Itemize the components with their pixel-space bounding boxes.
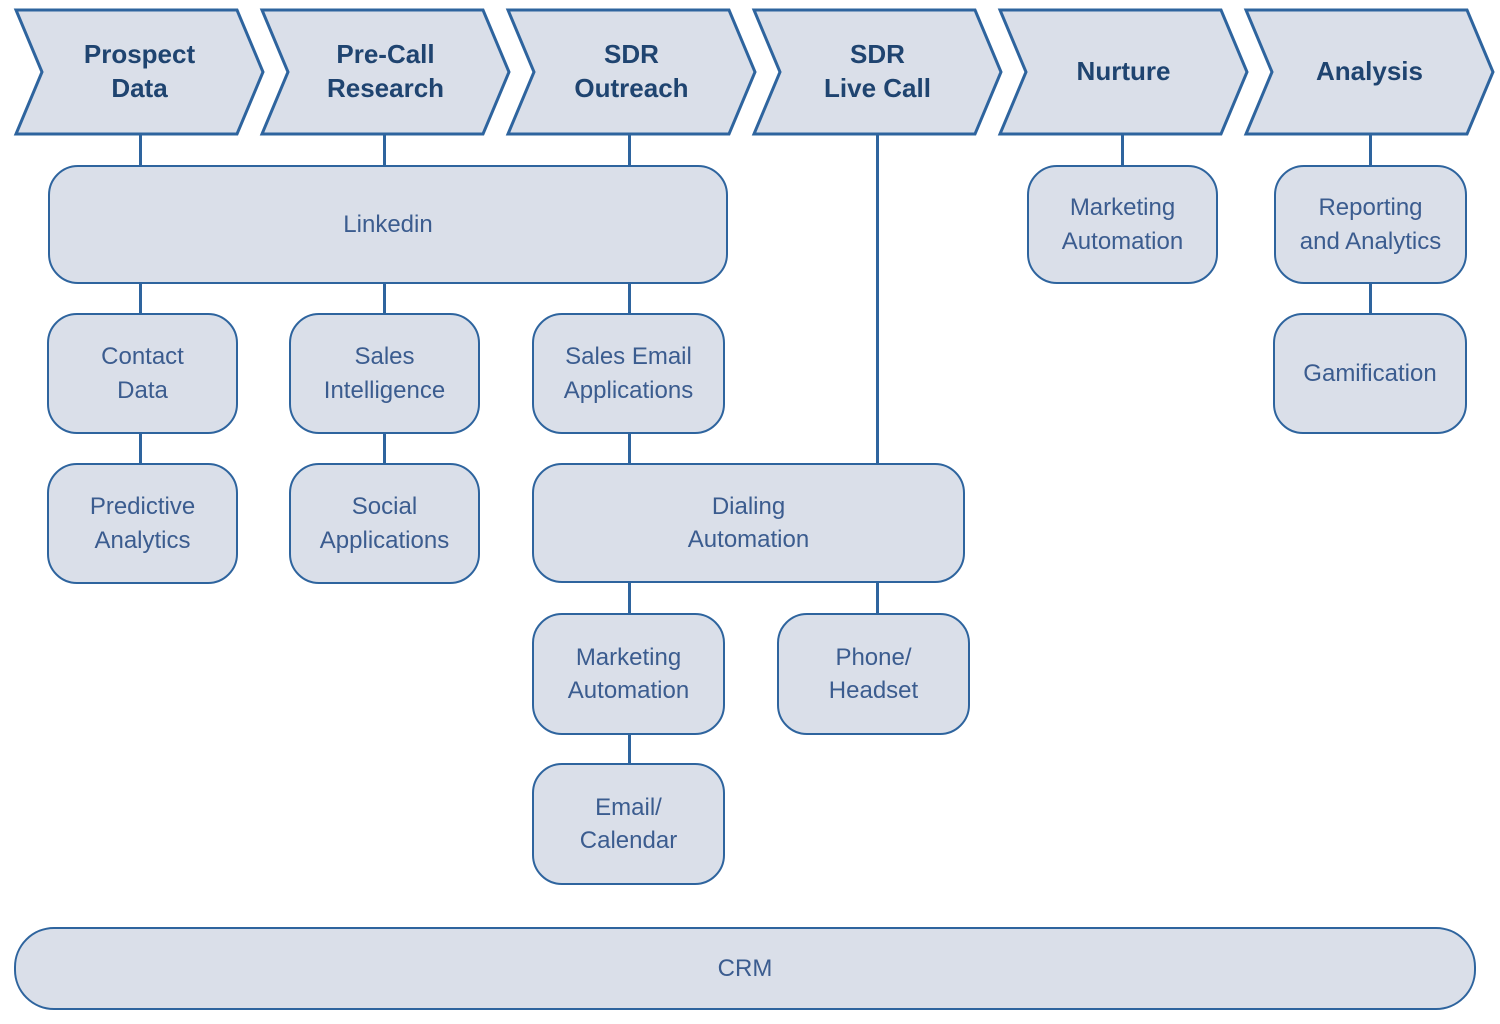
stage-label: Analysis	[1316, 56, 1423, 87]
stage-analysis: Analysis	[1243, 8, 1495, 136]
chevron-arrow-icon	[997, 8, 1249, 136]
node-reporting-and-analytics: Reporting and Analytics	[1274, 165, 1467, 284]
connector-prospect-to-linkedin	[138, 134, 142, 165]
node-label: Linkedin	[343, 210, 433, 238]
node-label: Gamification	[1303, 359, 1437, 387]
node-predictive-analytics: Predictive Analytics	[47, 463, 238, 584]
node-email-calendar: Email/ Calendar	[532, 763, 725, 885]
node-label: Phone/ Headset	[828, 643, 919, 704]
connector-dialing-to-phone	[875, 583, 879, 613]
node-label: Reporting and Analytics	[1299, 194, 1442, 255]
node-gamification: Gamification	[1273, 313, 1467, 434]
stage-label: Prospect Data	[83, 39, 196, 103]
node-sales-intelligence: Sales Intelligence	[289, 313, 480, 434]
stage-label: SDR Live Call	[824, 39, 931, 103]
node-marketing-automation-nurture: Marketing Automation	[1027, 165, 1218, 284]
connector-precall-to-linkedin	[382, 134, 386, 165]
stage-nurture: Nurture	[997, 8, 1249, 136]
connector-dialing-to-marketing	[627, 583, 631, 613]
node-contact-data: Contact Data	[47, 313, 238, 434]
node-label: Email/ Calendar	[579, 793, 678, 854]
stage-pre-call-research: Pre-Call Research	[259, 8, 511, 136]
connector-linkedin-to-salesemail	[627, 284, 631, 313]
chevron-arrow-icon	[259, 8, 511, 136]
connector-salesintel-to-social	[382, 433, 386, 463]
stage-sdr-outreach: SDR Outreach	[505, 8, 757, 136]
connector-linkedin-to-contact	[138, 284, 142, 313]
stage-label: Nurture	[1076, 56, 1171, 87]
node-marketing-automation-outreach: Marketing Automation	[532, 613, 725, 735]
connector-outreach-to-linkedin	[627, 134, 631, 165]
connector-contact-to-predictive	[138, 433, 142, 463]
connector-salesemail-to-dialing	[627, 434, 631, 463]
stage-label: Pre-Call Research	[326, 39, 445, 103]
chevron-arrow-icon	[505, 8, 757, 136]
stage-label: SDR Outreach	[574, 39, 689, 103]
node-crm: CRM	[14, 927, 1476, 1010]
chevron-arrow-icon	[1243, 8, 1495, 136]
node-label: Sales Email Applications	[563, 343, 694, 404]
node-linkedin: Linkedin	[48, 165, 728, 284]
chevron-arrow-icon	[13, 8, 265, 136]
node-label: Marketing Automation	[1061, 194, 1184, 255]
node-label: Sales Intelligence	[323, 343, 446, 404]
node-label: CRM	[717, 954, 773, 982]
node-label: Marketing Automation	[567, 643, 690, 704]
connector-livecall-to-dialing	[875, 134, 879, 463]
connector-linkedin-to-salesintel	[382, 284, 386, 313]
chevron-arrow-icon	[751, 8, 1003, 136]
stage-prospect-data: Prospect Data	[13, 8, 265, 136]
node-dialing-automation: Dialing Automation	[532, 463, 965, 583]
connector-analysis-to-reporting	[1368, 134, 1372, 165]
stage-sdr-live-call: SDR Live Call	[751, 8, 1003, 136]
node-label: Social Applications	[319, 493, 450, 554]
node-sales-email-applications: Sales Email Applications	[532, 313, 725, 434]
connector-marketing-to-emailcal	[627, 735, 631, 763]
connector-reporting-to-gamification	[1368, 284, 1372, 313]
node-phone-headset: Phone/ Headset	[777, 613, 970, 735]
node-social-applications: Social Applications	[289, 463, 480, 584]
node-label: Contact Data	[101, 343, 184, 404]
node-label: Dialing Automation	[687, 492, 810, 553]
connector-nurture-to-marketing	[1120, 134, 1124, 165]
node-label: Predictive Analytics	[89, 493, 196, 554]
